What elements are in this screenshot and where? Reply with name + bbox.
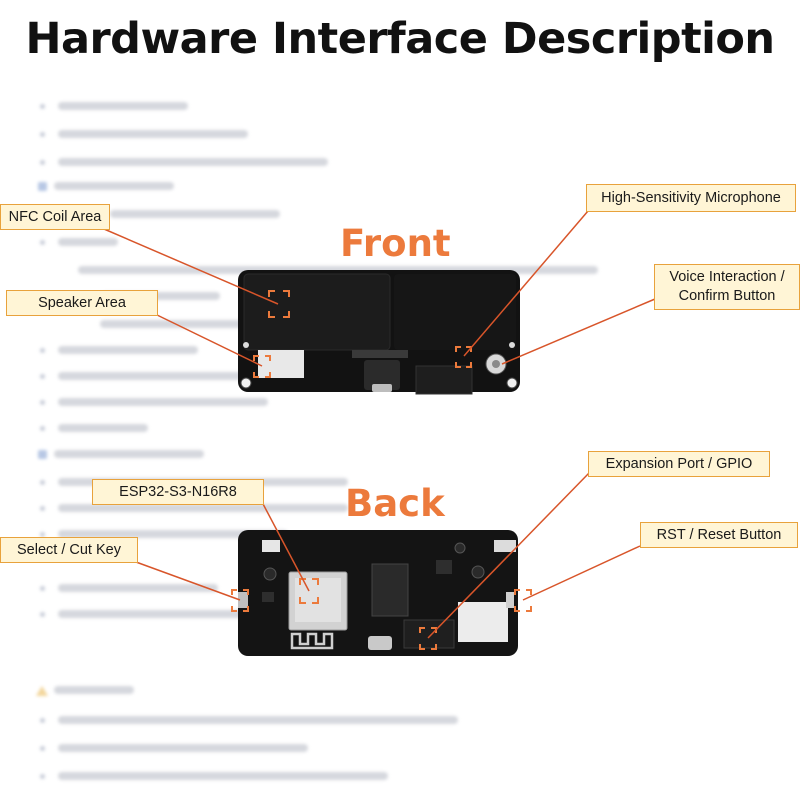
gpio-leader-line (427, 471, 591, 639)
callout-nfc-coil-area: NFC Coil Area (0, 204, 110, 230)
reset-leader-line (522, 545, 641, 601)
back-component (454, 542, 466, 554)
front-top-right-panel (394, 274, 516, 350)
mount-hole (243, 342, 249, 348)
front-board (238, 270, 520, 395)
front-section-label: Front (340, 222, 451, 265)
mount-hole (240, 377, 252, 389)
callout-voice-confirm-button: Voice Interaction / Confirm Button (654, 264, 800, 310)
back-corner-switch (262, 540, 280, 552)
back-corner-switch (494, 540, 516, 552)
callout-high-sensitivity-microphone: High-Sensitivity Microphone (586, 184, 796, 212)
callout-speaker-area: Speaker Area (6, 290, 158, 316)
esp32-target-marker (299, 578, 319, 604)
back-section-label: Back (345, 482, 445, 525)
reset-target-marker (514, 589, 532, 612)
back-usb-c-port (368, 636, 392, 650)
back-component (262, 592, 274, 602)
speaker-cutout (258, 350, 304, 378)
page-title: Hardware Interface Description (25, 14, 775, 64)
front-display-window (243, 273, 391, 351)
front-center-chip (364, 360, 400, 390)
back-board (231, 530, 532, 656)
gpio-header (403, 619, 455, 649)
esp32-leader-line (261, 501, 310, 592)
mount-hole (506, 377, 518, 389)
voice-button-leader-line (501, 298, 656, 365)
speaker-target-marker (253, 355, 271, 378)
mount-hole (509, 342, 515, 348)
nfc-leader-line (103, 228, 279, 305)
callout-select-cut-key: Select / Cut Key (0, 537, 138, 563)
back-component (263, 567, 277, 581)
leader-lines (103, 210, 656, 639)
reset-button-shape (506, 592, 514, 608)
confirm-button-center (492, 360, 500, 368)
front-ribbon-slot (352, 350, 408, 358)
nfc-target-marker (268, 290, 290, 318)
esp32-antenna-trace (290, 632, 334, 650)
speaker-leader-line (154, 313, 263, 367)
back-component (471, 565, 485, 579)
select-key-shape (238, 592, 248, 608)
callout-expansion-port-gpio: Expansion Port / GPIO (588, 451, 770, 477)
select-key-leader-line (135, 561, 241, 601)
gpio-target-marker (419, 627, 437, 650)
callout-voice-line-2: Confirm Button (678, 288, 776, 304)
callout-esp32-module: ESP32-S3-N16R8 (92, 479, 264, 505)
front-usb-port (372, 384, 392, 392)
back-cutout (458, 602, 508, 642)
front-connector-block (415, 365, 473, 395)
callout-voice-line-1: Voice Interaction / (669, 269, 785, 285)
select-key-target-marker (231, 589, 249, 612)
back-ribbon-connector (371, 563, 409, 617)
microphone-leader-line (463, 210, 589, 357)
callout-rst-reset-button: RST / Reset Button (640, 522, 798, 548)
back-component (436, 560, 452, 574)
